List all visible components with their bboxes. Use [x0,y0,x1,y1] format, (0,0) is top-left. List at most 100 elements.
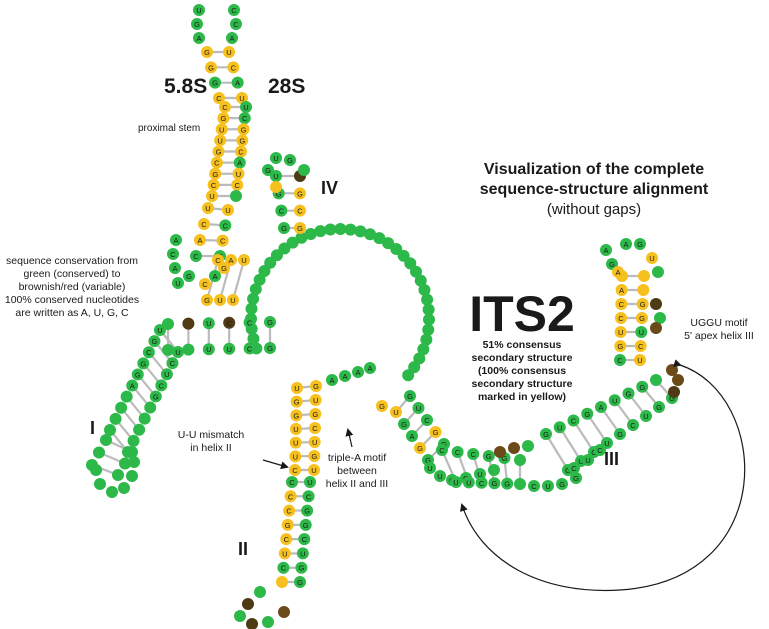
nucleotide [310,380,322,392]
nucleotide [450,476,462,488]
nucleotide [243,342,256,355]
nucleotide [488,464,500,476]
nucleotide [309,394,322,406]
nucleotide [193,4,205,16]
nucleotide-letter: G [637,240,643,249]
nucleotide-letter: G [656,403,662,412]
nucleotide [277,561,290,574]
nucleotide-letter: A [603,246,608,255]
nucleotide-letter: C [439,446,445,455]
nucleotide [522,440,534,452]
nucleotide [636,312,648,324]
nucleotide [216,234,229,247]
nucleotide [190,250,202,262]
nucleotide [295,231,308,244]
nucleotide-letter: C [284,535,290,544]
nucleotide [155,379,168,392]
nucleotide [275,204,288,217]
nucleotide-letter: C [638,342,644,351]
nucleotide [193,32,205,44]
nucleotide-letter: G [212,79,218,88]
nucleotide [209,76,221,89]
nucleotide-letter: G [287,156,293,165]
consensus-line: marked in yellow) [478,391,566,403]
nucleotide [637,284,650,296]
nucleotide [270,152,282,164]
nucleotide [654,312,666,324]
nucleotide [131,368,144,381]
nucleotide-letter: G [486,452,492,461]
nucleotide-letter: G [267,344,273,353]
nucleotide [412,402,425,414]
conservation-legend: sequence conservation from green (conser… [5,255,139,319]
nucleotide [227,294,239,306]
nucleotide [600,244,612,256]
nucleotide-letter: U [230,296,235,305]
nucleotide-letter: U [225,206,230,215]
nucleotide-letter: G [626,390,632,399]
nucleotide-letter: U [196,6,201,15]
consensus-line: secondary structure [472,352,573,364]
nucleotide-letter: U [466,478,471,487]
nucleotide-letter: C [289,478,295,487]
nucleotide [402,369,415,382]
nucleotide-letter: A [237,159,242,168]
legend-line: 100% conserved nucleotides [5,294,139,306]
label-28s: 28S [268,75,305,98]
nucleotide [404,390,416,402]
nucleotide [144,401,157,414]
nucleotide-letter: G [285,521,291,530]
nucleotide [324,223,337,236]
nucleotide [238,112,251,125]
nucleotide-letter: U [453,478,458,487]
nucleotide [291,382,303,394]
nucleotide-letter: G [267,318,273,327]
label-5-8s: 5.8S [164,75,207,98]
nucleotide [304,227,317,240]
annotation-line: 5' apex helix III [684,330,754,342]
nucleotide [246,618,258,629]
arrow-uggu-curve [460,359,746,592]
nucleotide [182,343,195,356]
nucleotide-letter: G [221,264,227,273]
nucleotide [373,232,386,245]
nucleotide-letter: G [425,456,431,465]
nucleotide [294,576,306,588]
nucleotide-letter: U [604,439,609,448]
nucleotide [120,390,133,403]
nucleotide-letter: U [427,464,432,473]
nucleotide-letter: C [238,148,244,157]
nucleotide [247,292,260,305]
nucleotide [219,219,232,232]
label-proximal-stem: proximal stem [138,123,200,134]
nucleotide [236,134,249,147]
nucleotide [422,303,435,316]
nucleotide [298,533,311,546]
nucleotide [112,469,124,481]
consensus-line: (100% consensus [478,365,566,377]
nucleotide-letter: U [293,425,298,434]
nucleotide [352,366,364,378]
nucleotide-letter: U [239,94,244,103]
nucleotide-letter: G [617,430,623,439]
nucleotide-letter: G [281,224,287,233]
nucleotide [201,294,213,306]
nucleotide-letter: C [170,250,176,259]
nucleotide [672,374,684,386]
nucleotide [240,101,252,113]
nucleotide-letter: G [299,564,305,573]
nucleotide [638,270,650,282]
nucleotide [253,273,266,286]
nucleotide-letter: G [311,452,317,461]
nucleotide [494,446,506,458]
nucleotide [243,316,256,329]
nucleotide-letter: G [297,578,303,587]
nucleotide [209,270,221,282]
nucleotide [414,442,426,454]
nucleotide-letter: G [640,300,646,309]
nucleotide-letter: G [617,342,623,351]
nucleotide-letter: G [220,114,226,123]
nucleotide [238,254,250,266]
nucleotide-letter: U [206,319,211,328]
nucleotide-letter: A [367,364,372,373]
